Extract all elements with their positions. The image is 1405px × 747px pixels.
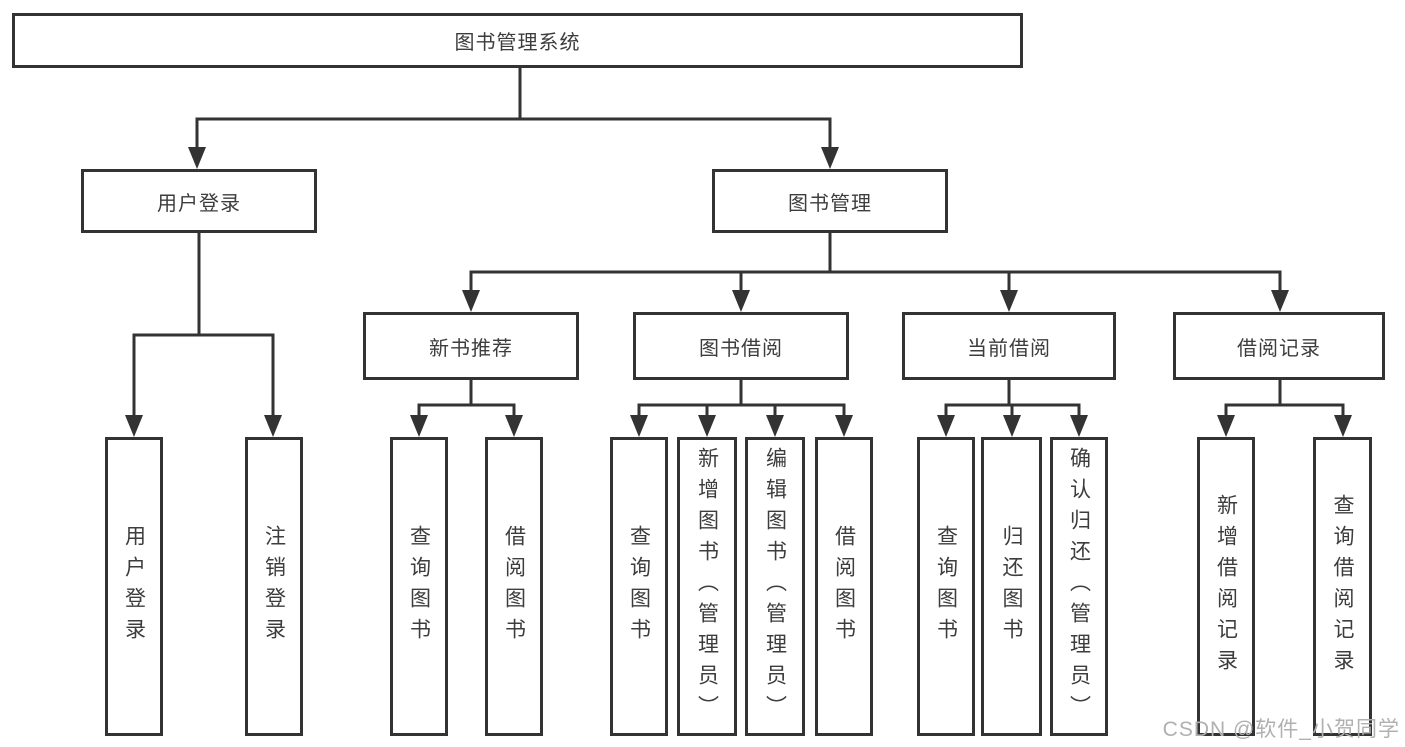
leaf-label: 借阅图书 xyxy=(832,524,856,649)
node-new-book-recommend: 新书推荐 xyxy=(363,312,579,380)
leaf-label: 查询借阅记录 xyxy=(1331,493,1354,680)
leaf-add-book-admin: 新增图书（管理员） xyxy=(677,437,737,736)
leaf-logout-label: 注销登录 xyxy=(262,524,286,649)
leaf-label: 借阅图书 xyxy=(502,524,526,649)
arrow-user-login xyxy=(188,147,206,169)
csdn-watermark: CSDN @软件_小贺同学 xyxy=(1162,718,1400,741)
leaf-label: 查询图书 xyxy=(627,524,651,649)
node-borrow-records: 借阅记录 xyxy=(1173,312,1385,380)
leaf-query-books-current: 查询图书 xyxy=(917,437,975,736)
leaf-query-borrow-record: 查询借阅记录 xyxy=(1313,437,1372,736)
leaf-query-books-borrow: 查询图书 xyxy=(610,437,668,736)
leaf-label: 新增图书（管理员） xyxy=(695,447,719,726)
node-book-borrow: 图书借阅 xyxy=(633,312,849,380)
leaf-label: 查询图书 xyxy=(934,524,958,649)
arrow-book-mgmt xyxy=(821,147,839,169)
node-current-borrow: 当前借阅 xyxy=(902,312,1116,380)
leaf-logout: 注销登录 xyxy=(245,437,303,736)
leaf-label: 查询图书 xyxy=(407,524,431,649)
leaf-user-login: 用户登录 xyxy=(105,437,163,736)
node-root-system: 图书管理系统 xyxy=(12,13,1023,68)
arrow-book-borrow xyxy=(732,290,750,312)
leaf-edit-book-admin: 编辑图书（管理员） xyxy=(745,437,805,736)
leaf-query-books-recommend: 查询图书 xyxy=(390,437,448,736)
node-user-login: 用户登录 xyxy=(81,169,317,233)
leaf-label: 编辑图书（管理员） xyxy=(763,447,787,726)
leaf-label: 确认归还（管理员） xyxy=(1067,447,1091,726)
leaf-return-books: 归还图书 xyxy=(981,437,1042,736)
leaf-borrow-books-recommend: 借阅图书 xyxy=(485,437,543,736)
leaf-add-borrow-record: 新增借阅记录 xyxy=(1197,437,1255,736)
arrow-borrow-records xyxy=(1271,290,1289,312)
leaf-label: 归还图书 xyxy=(1000,524,1023,649)
node-book-management: 图书管理 xyxy=(712,169,948,233)
leaf-label: 新增借阅记录 xyxy=(1214,493,1238,680)
leaf-borrow-books: 借阅图书 xyxy=(815,437,873,736)
arrow-new-books xyxy=(462,290,480,312)
leaf-confirm-return-admin: 确认归还（管理员） xyxy=(1050,437,1108,736)
leaf-user-login-label: 用户登录 xyxy=(122,524,146,649)
arrow-current-borrow xyxy=(1000,290,1018,312)
